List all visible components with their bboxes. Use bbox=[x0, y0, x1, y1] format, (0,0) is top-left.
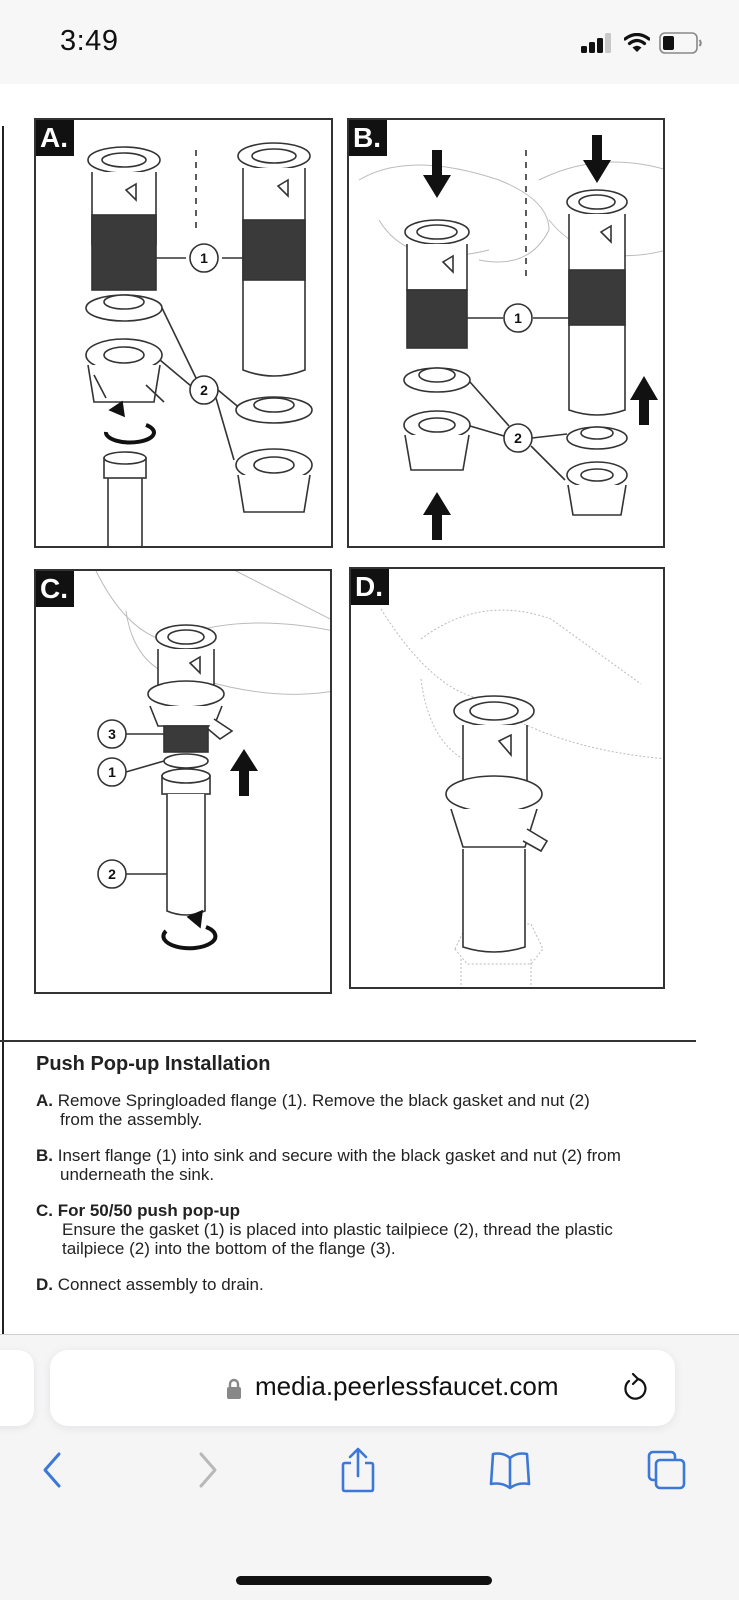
step-text: Remove Springloaded flange (1). Remove t… bbox=[57, 1091, 590, 1110]
step-text-continued: tailpiece (2) into the bottom of the fla… bbox=[62, 1239, 396, 1258]
back-icon bbox=[43, 1452, 61, 1488]
figure-panel-a: A. bbox=[34, 118, 333, 548]
diagram-c: 3 1 2 bbox=[95, 571, 330, 951]
diagram-d bbox=[380, 608, 663, 987]
step-text-continued: underneath the sink. bbox=[60, 1165, 215, 1184]
status-time: 3:49 bbox=[60, 25, 119, 57]
cellular-signal-icon bbox=[581, 33, 611, 53]
callout-2: 2 bbox=[514, 430, 522, 446]
wifi-icon bbox=[624, 33, 650, 52]
share-button[interactable] bbox=[333, 1445, 383, 1495]
share-icon bbox=[341, 1447, 375, 1493]
panel-a-label: A. bbox=[36, 120, 74, 156]
diagram-a: 1 2 bbox=[85, 142, 313, 546]
step-letter: C. bbox=[36, 1201, 53, 1220]
callout-1: 1 bbox=[514, 310, 522, 326]
bookmarks-button[interactable] bbox=[485, 1445, 535, 1495]
panel-b-label: B. bbox=[349, 120, 387, 156]
address-bar[interactable]: media.peerlessfaucet.com bbox=[50, 1350, 675, 1426]
callout-2: 2 bbox=[200, 382, 208, 398]
lock-icon bbox=[227, 1378, 241, 1399]
battery-icon bbox=[659, 32, 702, 54]
left-margin-rule bbox=[2, 126, 4, 1356]
page-bottom-rule bbox=[0, 1334, 739, 1335]
step-text: Insert flange (1) into sink and secure w… bbox=[57, 1146, 621, 1165]
step-a: A. Remove Springloaded flange (1). Remov… bbox=[36, 1091, 716, 1129]
callout-3: 3 bbox=[108, 726, 116, 742]
previous-tab-peek[interactable] bbox=[0, 1350, 34, 1426]
step-letter: A. bbox=[36, 1091, 53, 1110]
callout-2: 2 bbox=[108, 866, 116, 882]
back-button[interactable] bbox=[27, 1445, 77, 1495]
url-text[interactable]: media.peerlessfaucet.com bbox=[255, 1371, 559, 1401]
panel-c-label: C. bbox=[36, 571, 74, 607]
figure-panel-b: B. bbox=[347, 118, 665, 548]
instructions: Push Pop-up Installation A. Remove Sprin… bbox=[36, 1053, 716, 1311]
step-d: D. Connect assembly to drain. bbox=[36, 1275, 716, 1294]
bookmarks-icon bbox=[489, 1452, 531, 1490]
tabs-icon bbox=[647, 1450, 686, 1490]
step-letter: D. bbox=[36, 1275, 53, 1294]
callout-1: 1 bbox=[108, 764, 116, 780]
step-text: Ensure the gasket (1) is placed into pla… bbox=[62, 1220, 613, 1239]
section-divider bbox=[0, 1040, 696, 1042]
callout-1: 1 bbox=[200, 250, 208, 266]
step-text: Connect assembly to drain. bbox=[57, 1275, 264, 1294]
reload-icon[interactable] bbox=[620, 1372, 650, 1404]
step-text-continued: from the assembly. bbox=[60, 1110, 203, 1129]
status-bar: 3:49 bbox=[0, 0, 739, 84]
step-subtitle: For 50/50 push pop-up bbox=[57, 1201, 241, 1220]
tabs-button[interactable] bbox=[642, 1445, 692, 1495]
step-letter: B. bbox=[36, 1146, 53, 1165]
diagram-b: 1 2 bbox=[358, 135, 663, 540]
figure-panel-d: D. bbox=[349, 567, 665, 989]
step-b: B. Insert flange (1) into sink and secur… bbox=[36, 1146, 716, 1184]
step-c: C. For 50/50 push pop-up Ensure the gask… bbox=[36, 1201, 716, 1258]
forward-icon bbox=[199, 1452, 217, 1488]
home-indicator[interactable] bbox=[236, 1576, 492, 1585]
browser-bottom-toolbar bbox=[0, 1445, 739, 1505]
figure-panel-c: C. bbox=[34, 569, 332, 994]
pdf-document: A. bbox=[0, 84, 739, 1364]
forward-button[interactable] bbox=[183, 1445, 233, 1495]
status-icons bbox=[581, 32, 703, 54]
instructions-title: Push Pop-up Installation bbox=[36, 1053, 271, 1075]
panel-d-label: D. bbox=[351, 569, 389, 605]
